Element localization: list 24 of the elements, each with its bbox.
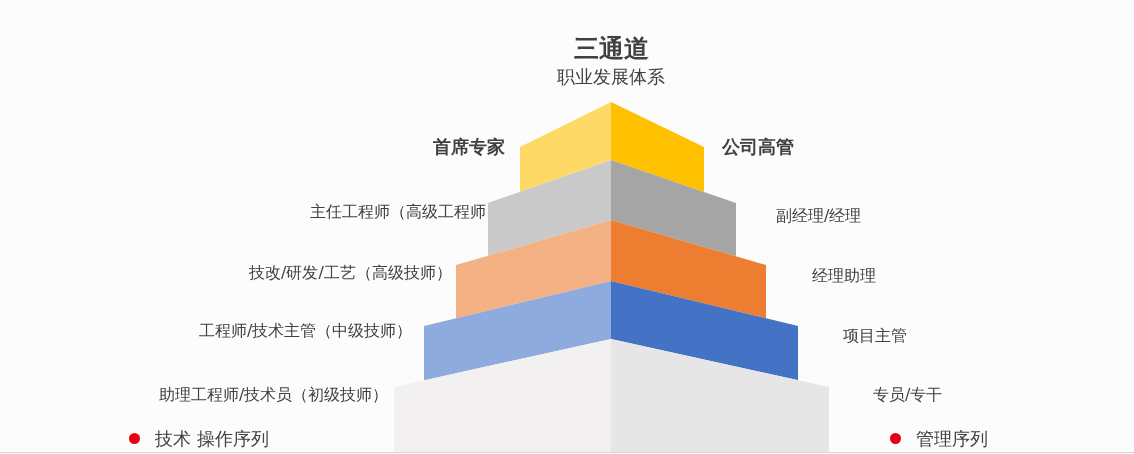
pyramid-step xyxy=(520,102,611,192)
step-label: 助理工程师/技术员（初级技师） xyxy=(159,383,389,405)
step-label: 主任工程师（高级工程师 xyxy=(310,200,486,222)
title: 三通道 xyxy=(573,32,649,65)
track-top-label: 公司高管 xyxy=(722,134,794,158)
pyramid-step xyxy=(424,281,611,381)
step-label: 技改/研发/工艺（高级技师） xyxy=(249,261,452,283)
pyramid-step xyxy=(611,102,704,192)
step-label: 项目主管 xyxy=(843,324,907,346)
step-label: 专员/专干 xyxy=(873,383,943,405)
step-label: 副经理/经理 xyxy=(776,204,862,226)
subtitle: 职业发展体系 xyxy=(557,64,665,88)
legend-label: 管理序列 xyxy=(916,426,988,450)
pyramid-step xyxy=(394,339,611,452)
step-label: 工程师/技术主管（中级技师） xyxy=(199,319,413,341)
pyramid-step xyxy=(611,339,829,452)
track-top-label: 首席专家 xyxy=(433,134,505,158)
pyramid-step xyxy=(611,281,798,381)
pyramid-step xyxy=(611,160,736,257)
pyramid-step xyxy=(488,160,611,256)
pyramid-step xyxy=(456,220,611,319)
legend-label: 技术 操作序列 xyxy=(155,426,269,450)
pyramid-step xyxy=(611,220,766,319)
step-label: 经理助理 xyxy=(812,264,876,286)
